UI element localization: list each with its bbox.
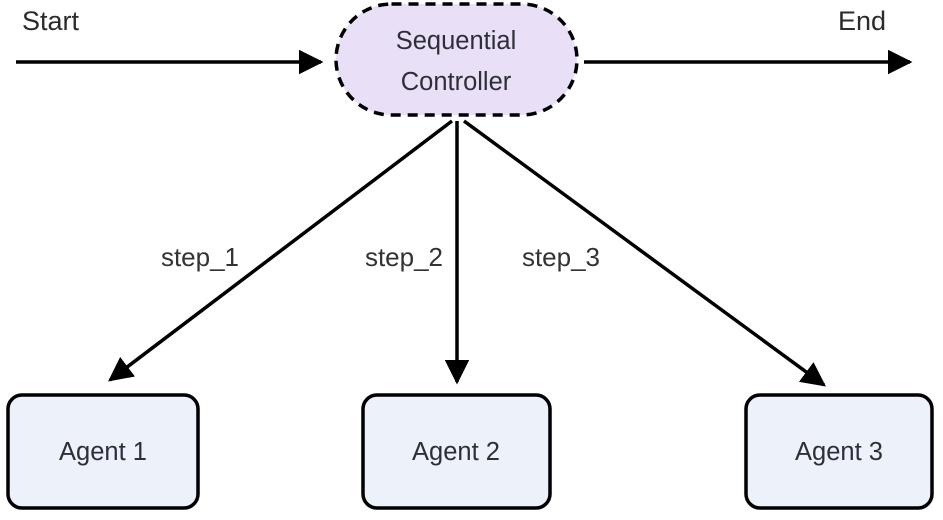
edge-label-step-3: step_3 bbox=[522, 242, 600, 272]
agent-3-node: Agent 3 bbox=[744, 393, 934, 510]
edge-label-step-2: step_2 bbox=[365, 242, 443, 272]
agent-1-shape bbox=[6, 393, 200, 510]
controller-label-line1: Sequential bbox=[396, 27, 517, 55]
controller-shape bbox=[334, 2, 579, 117]
edge-label-step-1: step_1 bbox=[161, 242, 239, 272]
agent-2-node: Agent 2 bbox=[361, 393, 552, 510]
controller-label-line2: Controller bbox=[401, 68, 512, 96]
agent-2-shape bbox=[361, 393, 552, 510]
agent-1-label: Agent 1 bbox=[59, 438, 147, 466]
agent-2-label: Agent 2 bbox=[412, 438, 500, 466]
agent-3-shape bbox=[744, 393, 934, 510]
start-label: Start bbox=[22, 6, 80, 36]
controller-node: Sequential Controller bbox=[334, 2, 579, 117]
end-label: End bbox=[838, 6, 886, 36]
edge-step-1 bbox=[108, 119, 454, 382]
agent-3-label: Agent 3 bbox=[795, 438, 883, 466]
edge-step-3 bbox=[462, 119, 826, 387]
agent-1-node: Agent 1 bbox=[6, 393, 200, 510]
